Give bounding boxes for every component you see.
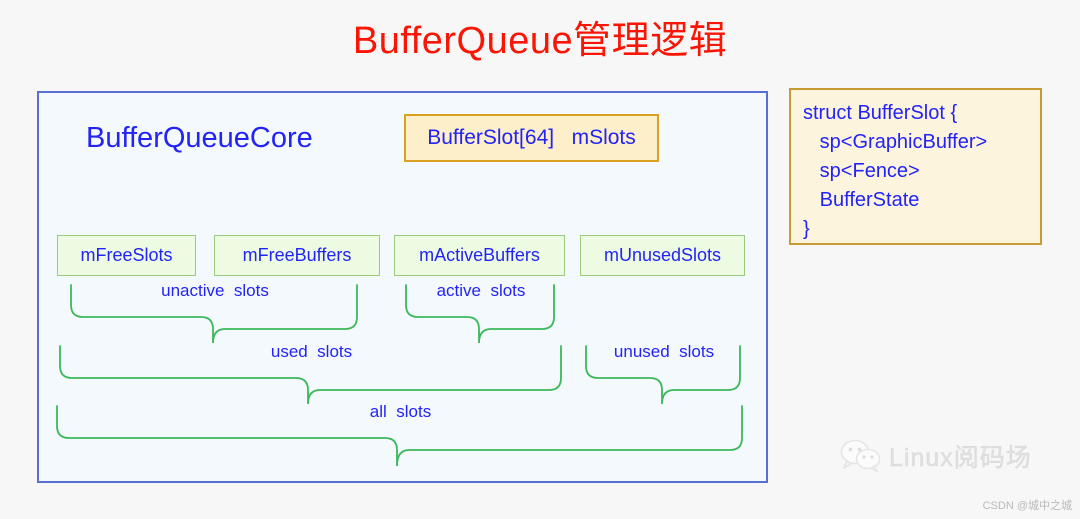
brace-unactive-slots: unactive slots — [69, 281, 361, 345]
bufferslot-struct-box: struct BufferSlot { sp<GraphicBuffer> sp… — [789, 88, 1042, 245]
struct-line: sp<GraphicBuffer> — [803, 131, 988, 153]
mslots-array-label: BufferSlot[64] mSlots — [427, 126, 636, 149]
brace-used-slots-icon — [59, 345, 562, 405]
list-box-mactivebuffers[interactable]: mActiveBuffers — [394, 235, 565, 276]
struct-line: sp<Fence> — [803, 160, 920, 182]
brace-unused-slots-icon — [585, 345, 741, 405]
struct-line: } — [803, 218, 810, 240]
brace-active-slots-icon — [405, 284, 555, 344]
page-title: BufferQueue管理逻辑 — [352, 20, 728, 62]
bufferqueuecore-label: BufferQueueCore — [86, 122, 313, 154]
credit-text: CSDN @城中之城 — [982, 500, 1072, 512]
list-box-label: mActiveBuffers — [419, 245, 540, 265]
list-box-label: mFreeSlots — [80, 245, 173, 265]
brace-label-all-slots: all slots — [369, 402, 432, 421]
watermark-brand: Linux阅码场 — [889, 444, 1032, 473]
brace-all-slots-icon — [56, 405, 743, 467]
brace-all-slots: all slots — [55, 402, 746, 468]
mslots-array-box: BufferSlot[64] mSlots — [404, 114, 659, 162]
list-box-mfreeslots[interactable]: mFreeSlots — [57, 235, 196, 276]
brace-unused-slots: unused slots — [584, 342, 744, 406]
brace-unactive-slots-icon — [70, 284, 358, 344]
list-box-mfreebuffers[interactable]: mFreeBuffers — [214, 235, 380, 276]
brace-label-used-slots: used slots — [270, 342, 353, 361]
brace-active-slots: active slots — [404, 281, 558, 345]
bufferqueuecore-panel: BufferQueueCore BufferSlot[64] mSlots mF… — [37, 91, 768, 483]
list-box-label: mFreeBuffers — [242, 245, 352, 265]
wechat-icon — [840, 439, 881, 473]
brace-label-unactive-slots: unactive slots — [161, 281, 269, 300]
struct-line: struct BufferSlot { — [803, 102, 958, 124]
brace-label-active-slots: active slots — [436, 281, 526, 300]
list-box-label: mUnusedSlots — [603, 245, 722, 265]
watermark: Linux阅码场 — [840, 438, 1032, 474]
brace-used-slots: used slots — [58, 342, 565, 406]
list-box-munusedslots[interactable]: mUnusedSlots — [580, 235, 745, 276]
brace-label-unused-slots: unused slots — [613, 342, 715, 361]
struct-line: BufferState — [803, 189, 920, 211]
